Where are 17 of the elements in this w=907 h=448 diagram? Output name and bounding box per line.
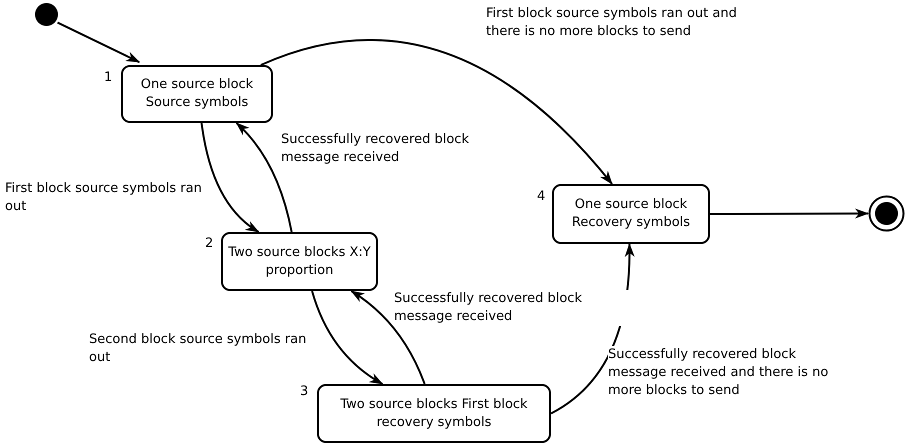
state-box: Two source blocks First block recovery symbols: [317, 384, 551, 443]
state-number: 1: [104, 70, 112, 85]
state-box: One source block Source symbols: [121, 65, 273, 123]
transition-arrow: [57, 22, 140, 63]
state-box: One source block Recovery symbols: [552, 184, 710, 244]
state-number: 4: [537, 189, 546, 204]
transition-arrow: [260, 39, 613, 185]
transition-arrow: [710, 208, 869, 219]
state-box: Two source blocks X:Y proportion: [221, 232, 378, 291]
transition-arrow: [311, 290, 384, 385]
state-number: 3: [300, 384, 308, 399]
initial-state-dot: [35, 3, 58, 26]
transition-arrow: [350, 290, 426, 384]
transition-arrow: [200, 122, 260, 233]
transition-arrow: [236, 122, 293, 232]
state-number: 2: [205, 236, 214, 251]
final-state-circle: [868, 195, 905, 232]
